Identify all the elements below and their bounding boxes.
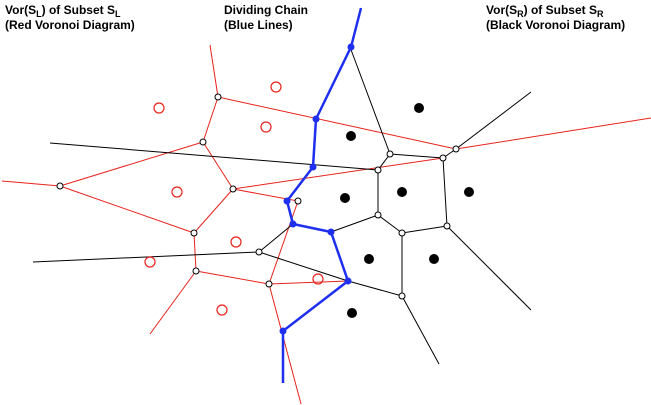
red-edge [202, 141, 234, 190]
black-edge [347, 280, 403, 297]
voronoi-vertex [374, 166, 382, 174]
voronoi-vertex [229, 185, 237, 193]
voronoi-vertex [192, 267, 200, 275]
red-edge [59, 185, 195, 234]
black-edge [401, 225, 448, 234]
right-caption-subtitle: (Black Voronoi Diagram) [486, 18, 626, 32]
red-edge [209, 44, 219, 98]
left-caption-subtitle: (Red Voronoi Diagram) [5, 18, 135, 32]
black-voronoi-edges [32, 46, 532, 365]
left-site [144, 256, 156, 268]
voronoi-vertex [452, 145, 460, 153]
caption-subscript: R [517, 9, 524, 19]
black-edge [455, 91, 532, 150]
right-site [464, 187, 474, 197]
right-site [347, 308, 357, 318]
chain-vertex [309, 163, 317, 171]
red-edge [268, 200, 299, 285]
chain-vertex [344, 277, 352, 285]
left-site [171, 186, 183, 198]
chain-vertex [312, 115, 320, 123]
dividing-chain [281, 7, 363, 383]
voronoi-vertex [439, 154, 447, 162]
red-edge [217, 96, 457, 150]
caption-text: Vor(S [486, 3, 518, 17]
dividing-chain-vertices [279, 43, 355, 335]
dividing-chain-caption: Dividing Chain (Blue Lines) [224, 3, 308, 33]
left-subset-sites [144, 81, 324, 316]
right-site [346, 131, 356, 141]
left-site [230, 236, 242, 248]
right-site [340, 193, 350, 203]
right-site [429, 254, 439, 264]
black-edge [377, 214, 403, 234]
red-voronoi-edges [1, 44, 651, 405]
black-edge [401, 295, 440, 365]
black-edge [32, 251, 260, 263]
left-site [153, 102, 165, 114]
left-site [270, 81, 282, 93]
right-caption-title: Vor(SR) of Subset SR [486, 3, 625, 19]
voronoi-vertex [443, 222, 451, 230]
caption-subscript: L [36, 9, 42, 19]
right-site [397, 187, 407, 197]
voronoi-vertex [374, 211, 382, 219]
voronoi-vertex [190, 229, 198, 237]
right-subset-sites [340, 103, 474, 318]
voronoi-vertices [56, 93, 460, 300]
caption-text: ) of Subset S [523, 3, 597, 17]
caption-subscript: L [114, 9, 121, 19]
middle-caption-title: Dividing Chain [224, 3, 308, 17]
left-caption-title: Vor(SL) of Subset SL [5, 3, 135, 19]
left-site [216, 304, 228, 316]
caption-subscript: R [596, 9, 604, 19]
voronoi-vertex [56, 182, 64, 190]
voronoi-vertex [255, 248, 263, 256]
black-edge [258, 251, 349, 282]
voronoi-vertex [398, 292, 406, 300]
black-edge [349, 46, 391, 155]
voronoi-vertex [386, 150, 394, 158]
chain-vertex [327, 228, 335, 236]
black-edge [446, 225, 532, 311]
left-site [312, 273, 324, 285]
right-subset-caption: Vor(SR) of Subset SR (Black Voronoi Diag… [486, 3, 625, 33]
voronoi-vertex [214, 93, 222, 101]
red-edge [149, 270, 197, 335]
chain-vertex [347, 43, 355, 51]
voronoi-vertex [199, 138, 207, 146]
voronoi-vertex [294, 197, 302, 205]
chain-vertex [283, 197, 291, 205]
right-site [414, 103, 424, 113]
red-edge [59, 141, 204, 187]
red-edge [193, 188, 234, 234]
left-site [260, 121, 272, 133]
red-edge [232, 157, 444, 190]
red-edge [202, 96, 219, 143]
red-edge [1, 180, 61, 187]
black-edge [330, 214, 379, 233]
chain-vertex [279, 327, 287, 335]
black-edge [49, 142, 379, 171]
right-site [364, 254, 374, 264]
middle-caption-subtitle: (Blue Lines) [224, 18, 293, 32]
black-edge [389, 153, 444, 159]
voronoi-vertex [265, 280, 273, 288]
red-edge [195, 270, 270, 285]
black-edge [442, 157, 448, 227]
dividing-chain-path [281, 7, 363, 383]
red-edge [193, 232, 197, 272]
black-edge [258, 223, 294, 253]
chain-vertex [289, 220, 297, 228]
voronoi-vertex [398, 229, 406, 237]
caption-text: ) of Subset S [41, 3, 115, 17]
red-edge [268, 280, 349, 285]
left-subset-caption: Vor(SL) of Subset SL (Red Voronoi Diagra… [5, 3, 135, 33]
red-edge [455, 117, 651, 150]
red-edge [268, 283, 302, 405]
caption-text: Vor(S [5, 3, 37, 17]
